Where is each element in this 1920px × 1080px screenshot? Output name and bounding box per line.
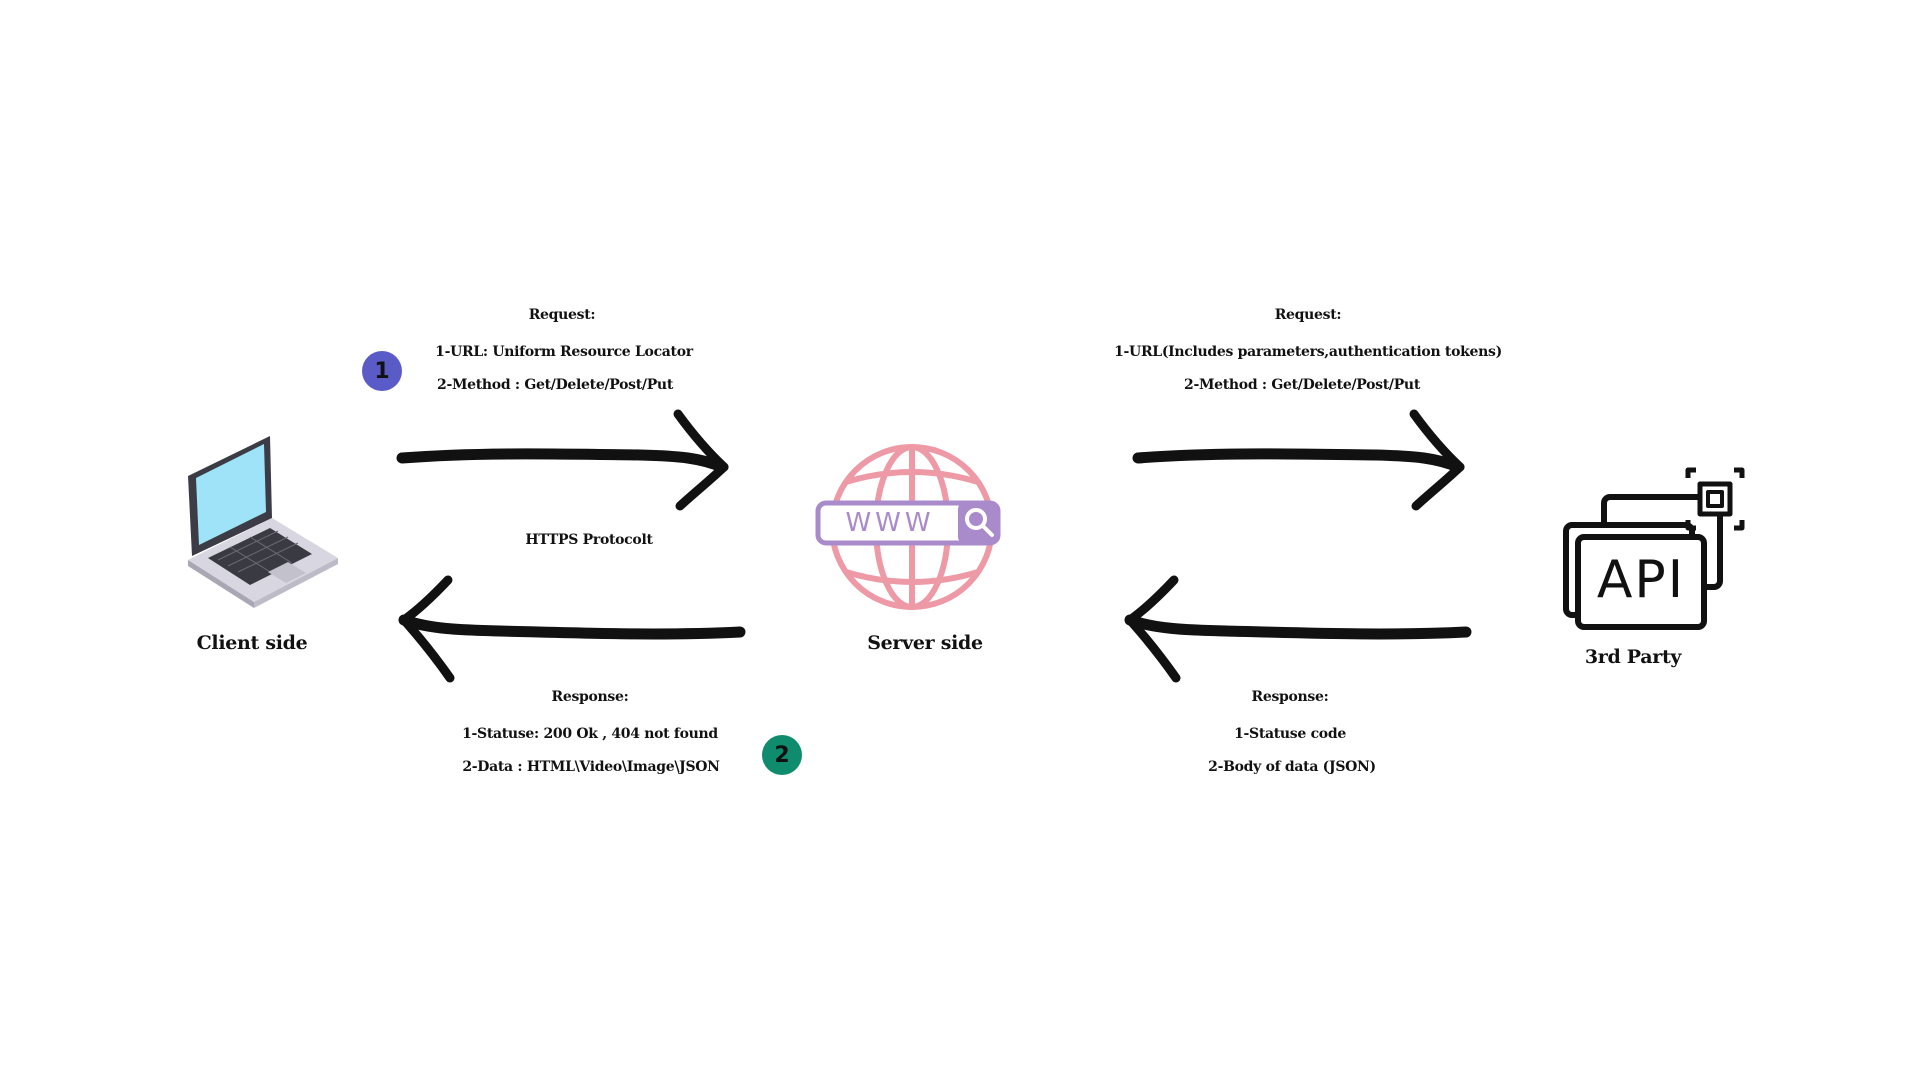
www-text: WWW <box>845 508 935 538</box>
response-arrow-api-to-server <box>1124 575 1472 683</box>
cs-response-line1: 1-Statuse: 200 Ok , 404 not found <box>462 726 718 742</box>
server-side-label: Server side <box>867 632 983 654</box>
sa-response-line2: 2-Body of data (JSON) <box>1208 759 1376 775</box>
response-arrow-server-to-client <box>398 575 746 683</box>
sa-request-title: Request: <box>1274 307 1342 323</box>
sa-request-line1: 1-URL(Includes parameters,authentication… <box>1114 344 1502 360</box>
api-text: API <box>1596 550 1686 610</box>
request-arrow-server-to-api <box>1132 409 1465 511</box>
cs-request-line1: 1-URL: Uniform Resource Locator <box>435 344 693 360</box>
request-arrow-client-to-server <box>396 409 729 511</box>
sa-response-line1: 1-Statuse code <box>1234 726 1346 742</box>
third-party-label: 3rd Party <box>1584 646 1682 668</box>
cs-response-line2: 2-Data : HTML\Video\Image\JSON <box>462 759 720 775</box>
step-1-badge: 1 <box>362 351 402 391</box>
cs-protocol: HTTPS Protocolt <box>525 532 653 548</box>
cs-request-line2: 2-Method : Get/Delete/Post/Put <box>437 377 673 393</box>
laptop-icon <box>188 436 338 608</box>
step-2-badge: 2 <box>762 735 802 775</box>
sa-request-line2: 2-Method : Get/Delete/Post/Put <box>1184 377 1420 393</box>
cs-response-title: Response: <box>551 689 629 705</box>
www-search-bar <box>815 500 1001 546</box>
api-icon <box>1563 467 1745 630</box>
cs-request-title: Request: <box>528 307 596 323</box>
client-side-label: Client side <box>196 632 308 654</box>
sa-response-title: Response: <box>1251 689 1329 705</box>
